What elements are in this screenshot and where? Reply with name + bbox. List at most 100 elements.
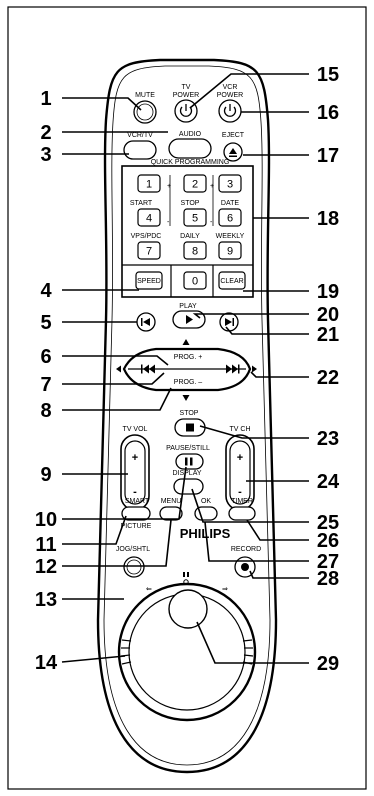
shuttle-grip-marks — [120, 639, 254, 665]
right-arrow-icon — [252, 365, 257, 373]
shuttle-pause-icon — [183, 572, 189, 577]
weekly-label: WEEKLY — [216, 233, 245, 240]
svg-text:+: + — [167, 183, 171, 190]
forward-icon — [225, 318, 234, 326]
key-0[interactable] — [183, 271, 207, 290]
tv-vol-minus: - — [133, 486, 137, 498]
key-9[interactable] — [218, 241, 242, 260]
callout-1: 1 — [40, 88, 51, 110]
key-6[interactable] — [218, 208, 242, 227]
key-8-label: 8 — [192, 246, 198, 258]
display-button[interactable] — [173, 478, 204, 495]
timer-button[interactable] — [228, 506, 256, 521]
clear-button[interactable] — [218, 271, 246, 290]
callout-4: 4 — [40, 280, 52, 302]
skip-back-icon — [141, 364, 155, 374]
callout-7: 7 — [40, 374, 51, 396]
callout-25: 25 — [317, 512, 339, 534]
callout-5: 5 — [40, 312, 51, 334]
callout-28: 28 — [317, 568, 339, 590]
key-6-label: 6 — [227, 213, 233, 225]
key-3-label: 3 — [227, 179, 233, 191]
display-label: DISPLAY — [172, 470, 201, 477]
record-icon — [241, 563, 249, 571]
key-1[interactable] — [137, 174, 161, 193]
key-5[interactable] — [183, 208, 207, 227]
key-4[interactable] — [137, 208, 161, 227]
stop-icon — [186, 423, 194, 432]
timer-label: TIMER — [231, 498, 253, 505]
key-7[interactable] — [137, 241, 161, 260]
start-label: START — [130, 200, 153, 207]
callout-20: 20 — [317, 304, 339, 326]
key-2-label: 2 — [192, 179, 198, 191]
prog-minus-label: PROG. – — [174, 379, 203, 386]
left-arrow-icon — [116, 365, 121, 373]
key-5-label: 5 — [192, 213, 198, 225]
callout-22: 22 — [317, 367, 339, 389]
tv-ch-rocker[interactable] — [229, 440, 251, 505]
stop-small-label: STOP — [181, 200, 200, 207]
speed-button[interactable] — [135, 271, 163, 290]
callout-12: 12 — [35, 556, 57, 578]
keypad-plus-minus: +- +- — [167, 183, 214, 226]
smart-label: SMART — [125, 498, 150, 505]
callout-11: 11 — [35, 534, 56, 556]
callout-2: 2 — [40, 122, 51, 144]
quick-programming-label: QUICK PROGRAMMING — [151, 159, 230, 166]
tv-power-icon — [179, 104, 193, 117]
tv-power-label-1: TV — [182, 84, 191, 91]
jog-dial[interactable] — [168, 589, 208, 629]
vcr-tv-button[interactable] — [123, 140, 157, 160]
callout-9: 9 — [40, 464, 51, 486]
down-arrow-icon — [182, 395, 190, 401]
vps-pdc-label: VPS/PDC — [131, 233, 162, 240]
tv-ch-label: TV CH — [230, 426, 251, 433]
callout-26: 26 — [317, 530, 339, 552]
pause-icon — [185, 457, 193, 466]
key-4-label: 4 — [146, 213, 152, 225]
clear-label: CLEAR — [220, 278, 243, 285]
date-label: DATE — [221, 200, 239, 207]
callout-3: 3 — [40, 144, 51, 166]
callout-21: 21 — [317, 324, 339, 346]
smart-picture-button[interactable] — [121, 506, 151, 521]
pause-still-label: PAUSE/STILL — [166, 445, 210, 452]
callout-14: 14 — [35, 652, 58, 674]
remote-body — [96, 58, 278, 774]
tv-vol-plus: + — [132, 452, 138, 464]
key-9-label: 9 — [227, 246, 233, 258]
play-label: PLAY — [179, 303, 197, 310]
callout-16: 16 — [317, 102, 339, 124]
key-1-label: 1 — [146, 179, 152, 191]
mute-label: MUTE — [135, 92, 155, 99]
tv-vol-label: TV VOL — [123, 426, 148, 433]
callout-leaders — [61, 73, 309, 664]
key-8[interactable] — [183, 241, 207, 260]
tv-vol-rocker[interactable] — [124, 440, 146, 505]
callout-17: 17 — [317, 145, 339, 167]
audio-button[interactable] — [168, 138, 212, 159]
shuttle-ring[interactable] — [117, 582, 257, 722]
callout-15: 15 — [317, 64, 339, 86]
key-3[interactable] — [218, 174, 242, 193]
vcr-power-label-2: POWER — [217, 92, 243, 99]
prog-plus-label: PROG. + — [174, 354, 203, 361]
key-2[interactable] — [183, 174, 207, 193]
daily-label: DAILY — [180, 233, 200, 240]
callout-13: 13 — [35, 589, 57, 611]
shuttle-reverse-icon: ⇐ — [146, 586, 152, 593]
keypad-frame — [121, 165, 254, 298]
keypad-dividers — [169, 175, 214, 226]
menu-label: MENU — [161, 498, 182, 505]
brand-logo: PHILIPS — [180, 526, 231, 541]
ok-label: OK — [201, 498, 211, 505]
diagram-frame — [7, 6, 367, 790]
pause-still-button[interactable] — [175, 453, 204, 470]
callout-29: 29 — [317, 653, 339, 675]
play-icon — [186, 315, 193, 324]
record-label: RECORD — [231, 546, 261, 553]
shuttle-forward-icon: ⇒ — [222, 586, 228, 593]
up-arrow-icon — [182, 339, 190, 345]
